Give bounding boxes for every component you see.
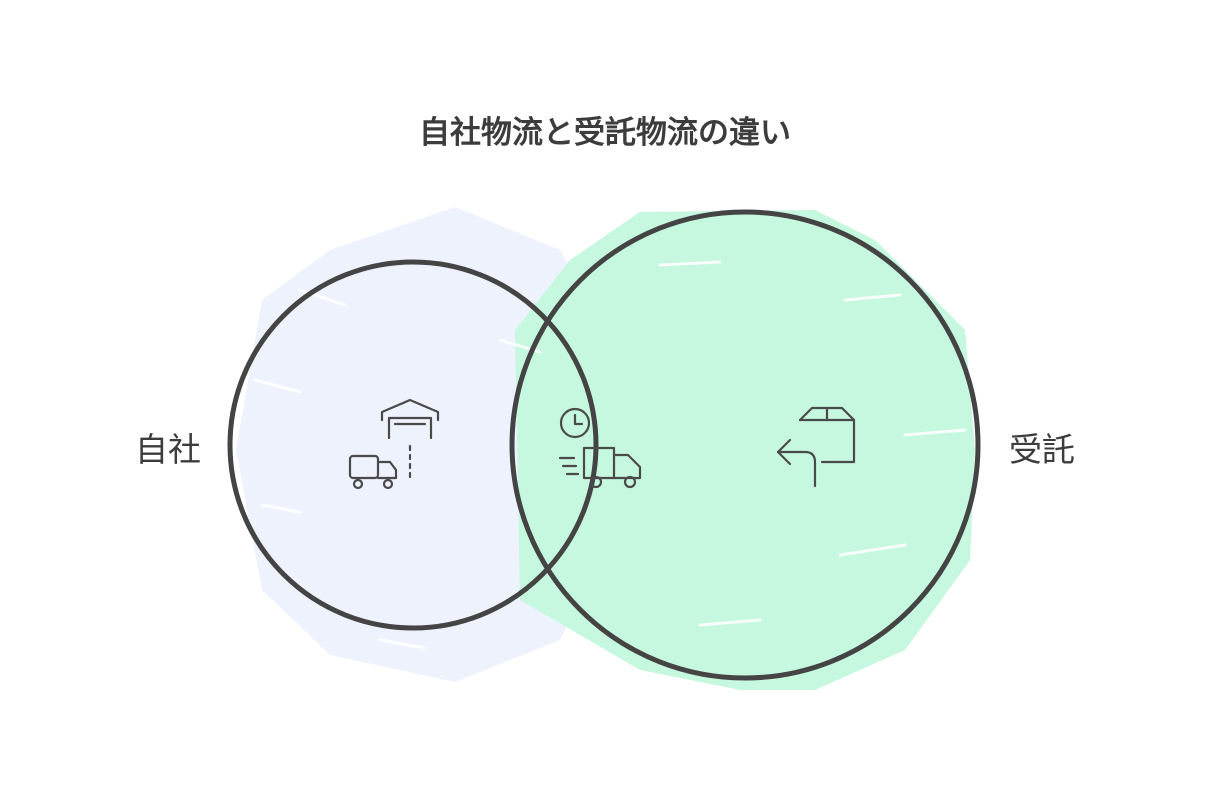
brush-streaks [253,260,967,650]
left-set-label: 自社 [135,430,201,469]
left-set-fill [236,207,602,682]
clock-delivery-truck-icon [558,407,642,489]
diagram-title: 自社物流と受託物流の違い [419,115,791,151]
right-set-label: 受託 [1009,430,1075,469]
box-return-icon [776,406,856,488]
right-set-fill [515,210,975,690]
warehouse-truck-icon [348,398,440,490]
right-set-circle [509,209,981,681]
left-set-circle [227,259,599,631]
